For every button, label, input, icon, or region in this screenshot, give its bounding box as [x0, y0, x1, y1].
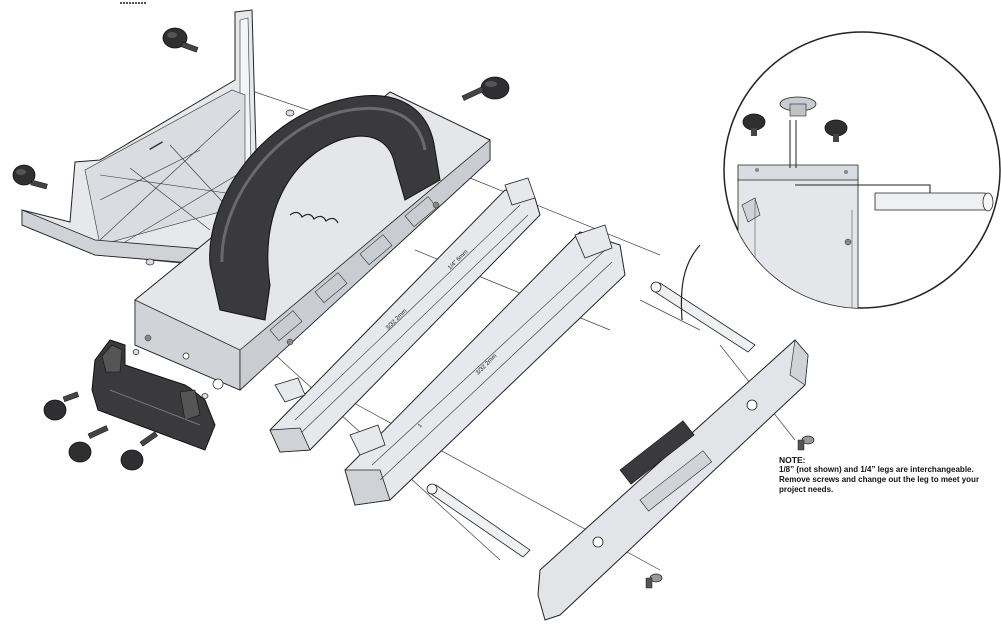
small-fence-bracket: [91, 339, 216, 451]
thumbscrew-knob-icon: [162, 27, 199, 53]
thumbscrew-knob-icon: [461, 76, 510, 101]
thumbscrew-knob-icon: [12, 164, 48, 190]
note-title: NOTE:: [779, 455, 806, 465]
leg-upper: 1/4" 6mm 3/32 2mm: [269, 177, 541, 453]
handle: [209, 95, 441, 321]
thumbscrew-knob-icon: [742, 113, 766, 136]
thumbscrew-knob-icon: [43, 391, 80, 421]
thumbscrew-knob-icon: [779, 96, 817, 117]
pin-icon: [650, 281, 756, 353]
side-fence-upper: ▬▬▬: [21, 9, 276, 271]
leg-lower-label-b: 1: [417, 422, 424, 429]
detail-callout: [680, 31, 1001, 321]
thumbscrew-knob-icon: [68, 425, 109, 463]
front-plate: [537, 339, 809, 621]
brand-plate: [619, 420, 695, 485]
thumbscrew-knob-icon: [824, 119, 848, 142]
pin-icon: [426, 483, 531, 558]
screw-icon: [645, 573, 663, 589]
model-plate: [639, 450, 713, 512]
note-body: 1/8” (not shown) and 1/4” legs are inter…: [779, 465, 980, 494]
leg-lower: 3/32 2mm 1: [344, 224, 626, 506]
screw-icon: [797, 435, 815, 451]
washer-icon: [132, 349, 209, 399]
washer-icon: [145, 109, 295, 266]
note-box: NOTE: 1/8” (not shown) and 1/4” legs are…: [779, 455, 994, 495]
thumbscrew-knob-icon: [120, 431, 158, 471]
